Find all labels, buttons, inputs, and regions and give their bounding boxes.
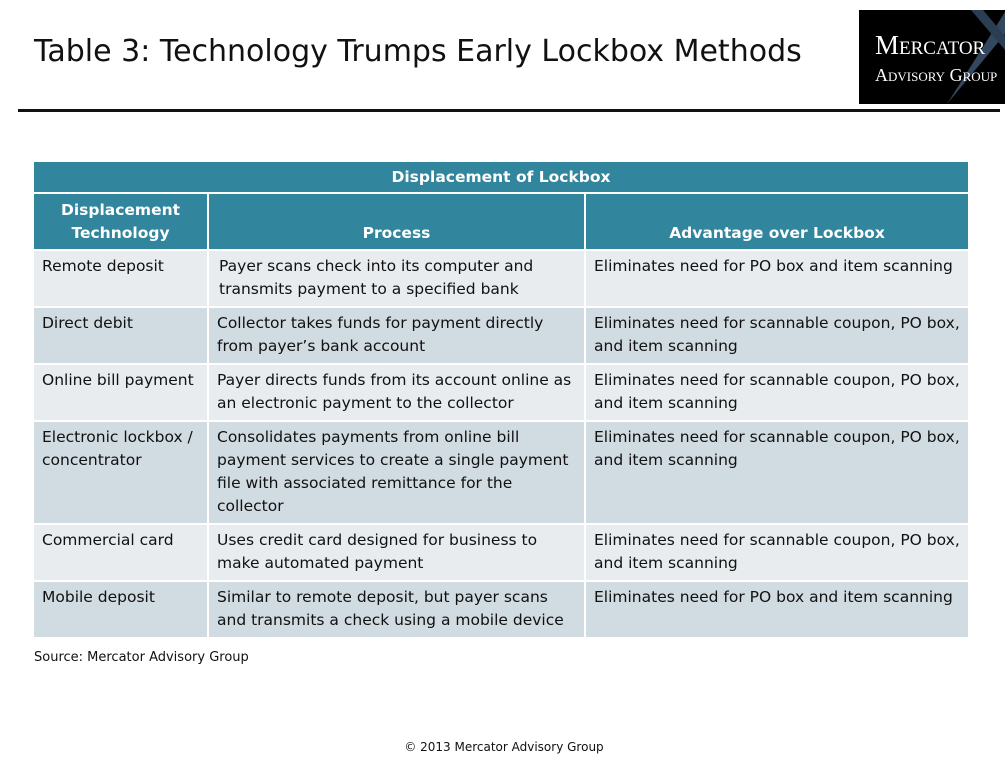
slide-title: Table 3: Technology Trumps Early Lockbox… bbox=[34, 34, 802, 69]
advantage-cell: Eliminates need for PO box and item scan… bbox=[583, 249, 971, 308]
advantage-cell: Eliminates need for scannable coupon, PO… bbox=[583, 420, 971, 525]
process-cell: Payer directs funds from its account onl… bbox=[207, 363, 586, 422]
technology-cell: Electronic lockbox / concentrator bbox=[32, 420, 209, 525]
advantage-cell: Eliminates need for scannable coupon, PO… bbox=[583, 523, 971, 582]
column-header-process: Process bbox=[207, 192, 586, 251]
table-row: Remote deposit Payer scans check into it… bbox=[32, 249, 971, 308]
x-mark-icon bbox=[947, 10, 1005, 104]
advantage-cell: Eliminates need for PO box and item scan… bbox=[583, 580, 971, 639]
advantage-cell: Eliminates need for scannable coupon, PO… bbox=[583, 363, 971, 422]
table-row: Online bill payment Payer directs funds … bbox=[32, 363, 971, 422]
technology-cell: Commercial card bbox=[32, 523, 209, 582]
logo-line2: Advisory Group bbox=[875, 65, 998, 85]
logo-line1: Mercator bbox=[875, 30, 986, 60]
technology-cell: Remote deposit bbox=[32, 249, 209, 308]
process-cell: Consolidates payments from online bill p… bbox=[207, 420, 586, 525]
technology-cell: Direct debit bbox=[32, 306, 209, 365]
process-cell: Collector takes funds for payment direct… bbox=[207, 306, 586, 365]
copyright-footer: © 2013 Mercator Advisory Group bbox=[404, 740, 604, 754]
table-row: Commercial card Uses credit card designe… bbox=[32, 523, 971, 582]
table-row: Direct debit Collector takes funds for p… bbox=[32, 306, 971, 365]
advantage-cell: Eliminates need for scannable coupon, PO… bbox=[583, 306, 971, 365]
table-row: Electronic lockbox / concentrator Consol… bbox=[32, 420, 971, 525]
column-header-advantage: Advantage over Lockbox bbox=[583, 192, 971, 251]
source-note: Source: Mercator Advisory Group bbox=[34, 650, 249, 665]
process-cell: Uses credit card designed for business t… bbox=[207, 523, 586, 582]
technology-cell: Online bill payment bbox=[32, 363, 209, 422]
mercator-logo: Mercator Advisory Group bbox=[859, 10, 1005, 104]
table-row: Mobile deposit Similar to remote deposit… bbox=[32, 580, 971, 639]
table-caption: Displacement of Lockbox bbox=[31, 160, 971, 194]
technology-cell: Mobile deposit bbox=[32, 580, 209, 639]
process-cell: Similar to remote deposit, but payer sca… bbox=[207, 580, 586, 639]
process-cell: Payer scans check into its computer and … bbox=[207, 249, 586, 308]
lockbox-table: Displacement of Lockbox Displacement Tec… bbox=[31, 160, 971, 639]
column-header-technology: Displacement Technology bbox=[32, 192, 209, 251]
title-divider bbox=[18, 109, 1000, 112]
